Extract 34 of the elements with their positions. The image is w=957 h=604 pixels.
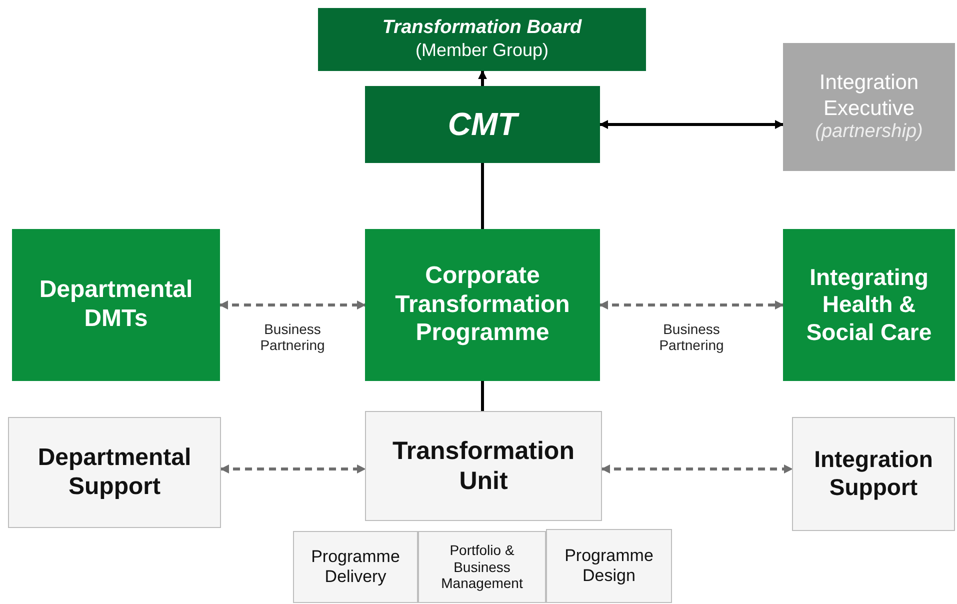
support-box xyxy=(8,417,221,528)
team-box xyxy=(546,529,672,603)
support-box xyxy=(792,417,955,531)
executive-box xyxy=(783,43,955,171)
box-title: Transformation Board xyxy=(382,17,582,40)
board-box xyxy=(318,8,646,71)
arrow xyxy=(478,70,487,86)
unit-box xyxy=(365,411,602,521)
box-title: Programme Design xyxy=(564,546,654,586)
team-box xyxy=(293,531,418,603)
arrow xyxy=(599,300,784,310)
process-box xyxy=(783,229,955,381)
box-title: Integration Executive xyxy=(818,70,920,121)
box-title: Transformation Unit xyxy=(392,436,576,496)
process-box xyxy=(365,229,600,381)
box-subtitle: (partnership) xyxy=(815,120,923,144)
box-subtitle: (Member Group) xyxy=(415,40,549,62)
box-title: Programme Delivery xyxy=(310,546,401,588)
box-title: Corporate Transformation Programme xyxy=(394,262,571,348)
box-title: Integration Support xyxy=(813,446,934,502)
box-title: Integrating Health & Social Care xyxy=(805,264,933,346)
box-title: Portfolio & Business Management xyxy=(440,542,524,592)
arrow xyxy=(220,464,366,474)
arrow xyxy=(599,120,784,129)
connector-line xyxy=(481,381,484,411)
arrow xyxy=(219,300,366,310)
process-box xyxy=(12,229,220,381)
box-title: CMT xyxy=(448,105,518,144)
box-title: Departmental DMTs xyxy=(38,276,194,334)
team-box xyxy=(418,531,546,603)
box-title: Departmental Support xyxy=(36,444,192,502)
arrow xyxy=(601,464,793,474)
connector-line xyxy=(481,163,484,229)
cmt-box xyxy=(365,86,600,163)
